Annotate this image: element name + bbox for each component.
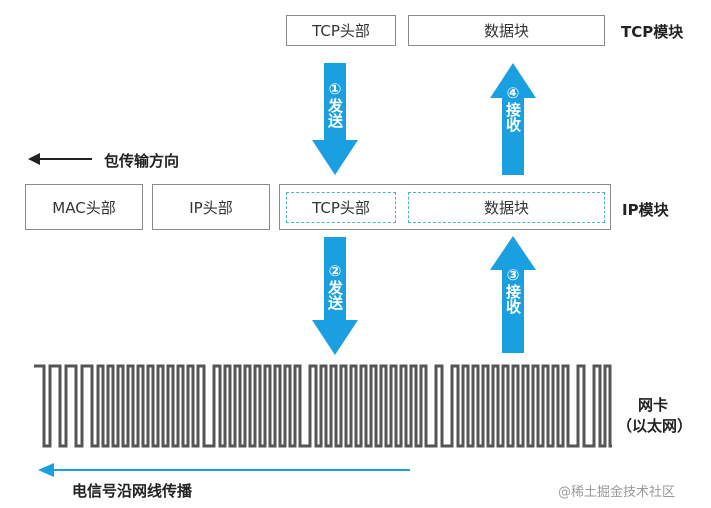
ip-module-label: IP模块	[622, 201, 669, 219]
step-1-number: ①	[328, 80, 342, 98]
packet-direction-arrowhead	[28, 153, 40, 165]
packet-direction-label: 包传输方向	[104, 152, 180, 170]
tcp-module-tcp-header-box: TCP头部	[286, 15, 396, 46]
ip-header-text: IP头部	[189, 198, 233, 217]
step-2-text: 发送	[326, 280, 344, 310]
signal-propagation-arrowhead	[38, 463, 54, 477]
ip-payload-tcp-header: TCP头部	[286, 192, 396, 223]
step-4-number: ④	[506, 84, 520, 102]
send-arrow-1	[312, 63, 358, 175]
tcp-module-label: TCP模块	[621, 23, 684, 41]
data-block-text: 数据块	[483, 22, 529, 40]
receive-arrow-4	[490, 63, 536, 175]
tcp-module-data-box: 数据块	[408, 15, 605, 46]
step-1-label: ① 发送	[323, 80, 347, 128]
step-1-text: 发送	[326, 98, 344, 128]
mac-header-text: MAC头部	[52, 198, 116, 217]
nic-label-line2: （以太网）	[617, 417, 693, 435]
receive-arrow-3	[490, 236, 536, 353]
step-3-number: ③	[506, 266, 520, 284]
step-4-text: 接收	[504, 102, 522, 132]
send-arrow-2	[312, 237, 358, 355]
step-3-label: ③ 接收	[501, 266, 525, 314]
step-3-text: 接收	[504, 284, 522, 314]
nic-label-line1: 网卡	[638, 396, 669, 414]
ip-payload-data-text: 数据块	[483, 199, 529, 217]
tcp-header-text: TCP头部	[312, 22, 370, 40]
ip-header-box: IP头部	[152, 184, 270, 230]
watermark: @稀土掘金技术社区	[558, 485, 676, 500]
signal-propagation-label: 电信号沿网线传播	[72, 482, 193, 500]
ip-payload-data-block: 数据块	[408, 192, 605, 223]
step-2-label: ② 发送	[323, 262, 347, 310]
mac-header-box: MAC头部	[25, 184, 143, 230]
ethernet-signal-waveform	[34, 364, 612, 448]
step-4-label: ④ 接收	[501, 84, 525, 132]
ip-payload-tcp-header-text: TCP头部	[312, 199, 370, 217]
step-2-number: ②	[328, 262, 342, 280]
